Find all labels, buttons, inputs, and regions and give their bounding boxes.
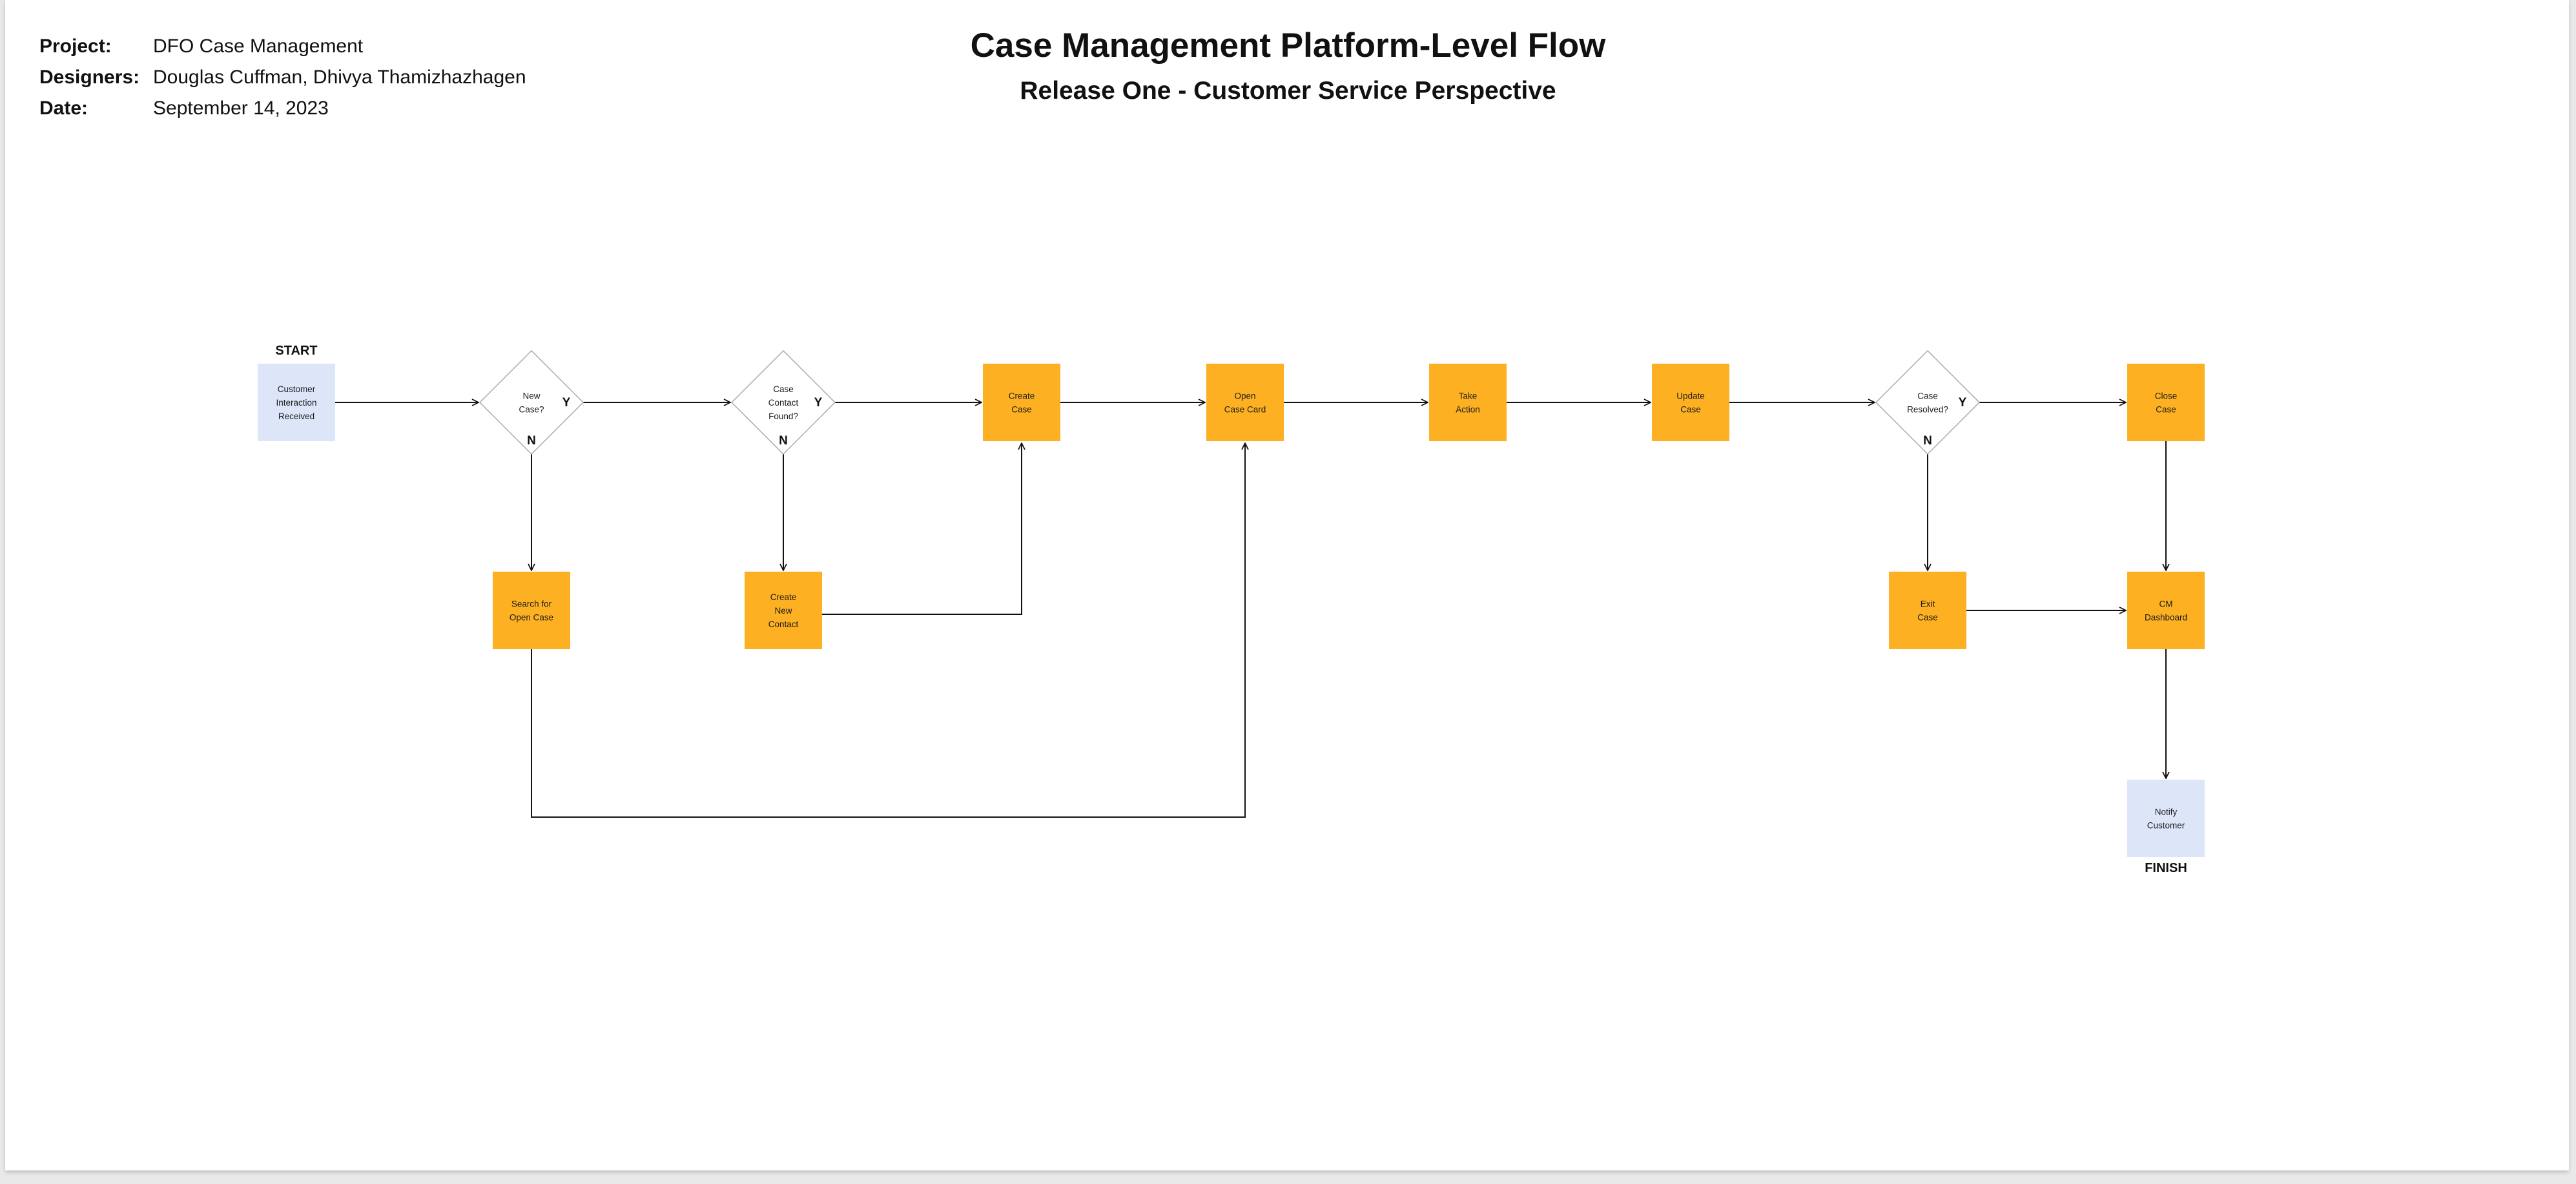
terminal-box (258, 364, 335, 441)
decision-diamond (1875, 349, 1981, 455)
node-label-line: Notify (2155, 807, 2178, 817)
connector-create-new-contact-to-create-case (822, 443, 1022, 615)
project-label: Project: (39, 36, 112, 57)
process-box (745, 572, 822, 649)
node-label-line: Received (278, 411, 314, 421)
page-title: Case Management Platform-Level Flow (970, 26, 1606, 65)
branch-label-contact-found-no: N (779, 434, 788, 448)
node-label-line: Interaction (276, 398, 316, 408)
flow-labels: Y N Y N Y N START FINISH (275, 344, 2187, 875)
start-label: START (275, 344, 317, 358)
node-label-line: Create (1009, 391, 1035, 401)
connector-search-open-case-to-open-case-card (531, 443, 1245, 818)
node-label-line: Case? (519, 405, 544, 415)
process-box (1206, 364, 1284, 441)
node-label-line: Customer (2147, 821, 2185, 831)
node-label-line: Resolved? (1907, 405, 1948, 415)
node-label-line: Open (1234, 391, 1255, 401)
branch-label-new-case-no: N (527, 434, 536, 448)
designers-value: Douglas Cuffman, Dhivya Thamizhazhagen (153, 67, 526, 88)
node-label-line: CM (2159, 599, 2173, 609)
node-label-line: Search for (511, 599, 552, 609)
process-box (1889, 572, 1966, 649)
designers-label: Designers: (39, 67, 140, 88)
node-label-line: New (774, 606, 792, 616)
node-label-line: Customer (278, 384, 316, 394)
finish-label: FINISH (2145, 861, 2187, 875)
node-label-line: Exit (1921, 599, 1935, 609)
node-label-line: Case (1917, 613, 1938, 623)
node-label-line: Case (1917, 391, 1938, 401)
page-subtitle: Release One - Customer Service Perspecti… (1020, 77, 1556, 105)
process-box (493, 572, 570, 649)
branch-label-resolved-yes: Y (1959, 396, 1967, 410)
node-label-line: Case (2156, 405, 2176, 415)
process-box (2127, 364, 2205, 441)
node-label-line: Case (773, 384, 794, 394)
node-label-line: Action (1456, 405, 1480, 415)
node-label-line: Case (1680, 405, 1701, 415)
node-label-line: Contact (768, 398, 799, 408)
node-label-line: Case (1011, 405, 1032, 415)
process-cm-dashboard: CM Dashboard (2127, 572, 2205, 649)
node-label-line: Update (1676, 391, 1705, 401)
branch-label-contact-found-yes: Y (814, 396, 823, 410)
branch-label-resolved-no: N (1923, 434, 1932, 448)
node-label-line: Dashboard (2145, 613, 2187, 623)
decision-diamond (730, 349, 836, 455)
project-value: DFO Case Management (153, 36, 364, 57)
date-value: September 14, 2023 (153, 98, 329, 119)
node-label-line: Take (1459, 391, 1478, 401)
node-label-line: Found? (768, 411, 798, 421)
node-label-line: Close (2155, 391, 2178, 401)
node-label-line: Case Card (1224, 405, 1266, 415)
process-box (2127, 572, 2205, 649)
node-label-line: Open Case (510, 613, 553, 623)
decision-diamond (479, 349, 584, 455)
flow-nodes: CustomerInteractionReceivedNewCase?CaseC… (258, 349, 2205, 857)
terminal-box (2127, 780, 2205, 857)
date-label: Date: (39, 98, 88, 119)
process-box (1429, 364, 1507, 441)
node-label-line: Contact (768, 619, 799, 629)
process-box (983, 364, 1060, 441)
branch-label-new-case-yes: Y (562, 396, 571, 410)
connectors (335, 402, 2166, 818)
node-label-line: Create (770, 592, 797, 602)
node-label-line: New (522, 391, 540, 401)
process-box (1652, 364, 1729, 441)
